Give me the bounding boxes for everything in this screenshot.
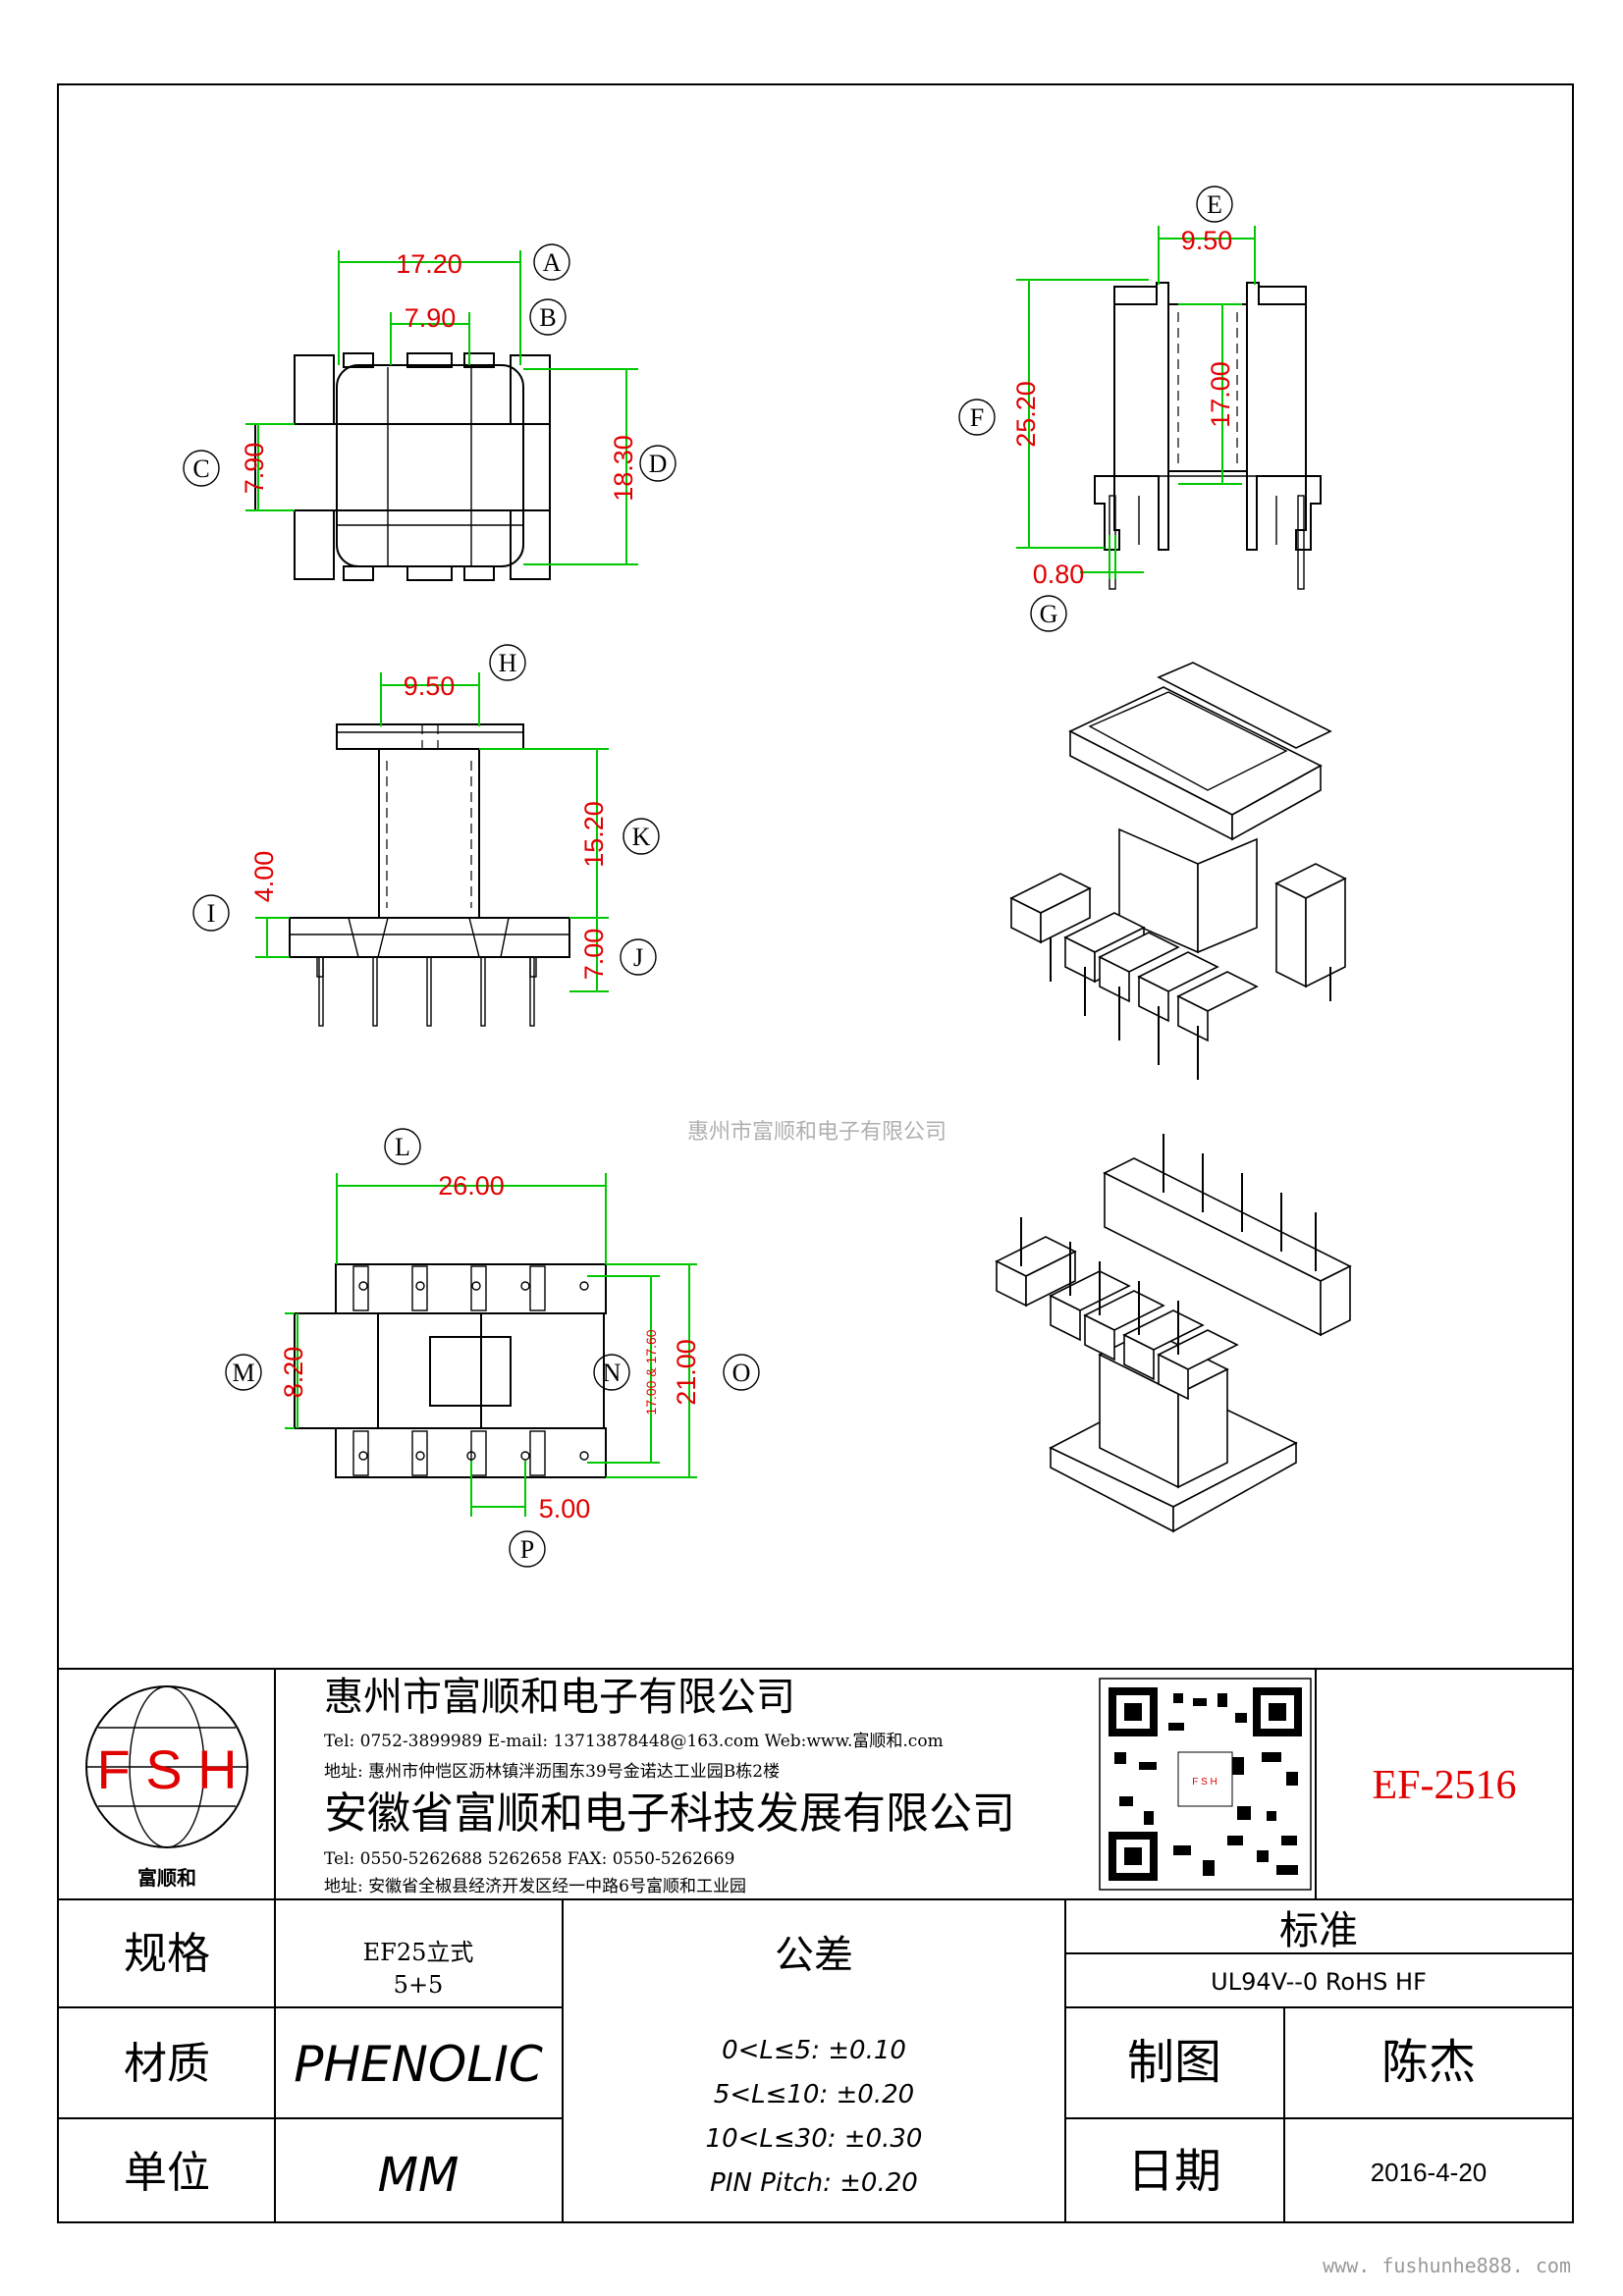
label-o: O	[732, 1359, 751, 1387]
front-view	[255, 672, 609, 1027]
dim-b-value: 7.90	[405, 303, 457, 333]
dim-i-value: 4.00	[249, 851, 279, 903]
dim-m-value: 8.20	[279, 1347, 308, 1399]
dim-g-value: 0.80	[1033, 560, 1085, 589]
spec-value-1: EF25立式	[363, 1939, 474, 1966]
title-block	[58, 1668, 1573, 2222]
isometric-view-bottom	[995, 1134, 1352, 1533]
dim-n-value: 17.00 & 17.60	[643, 1329, 659, 1415]
drawn-value: 陈杰	[1381, 2035, 1476, 2090]
company2-address: 地址: 安徽省全椒县经济开发区经一中路6号富顺和工业园	[324, 1877, 746, 1896]
spec-label: 规格	[124, 1929, 210, 1979]
dim-o-value: 21.00	[672, 1339, 701, 1406]
tolerance-3: 10<L≤30: ±0.30	[706, 2124, 923, 2154]
footer-url: www. fushunhe888. com	[1323, 2254, 1571, 2277]
company1-address: 地址: 惠州市仲恺区沥林镇泮沥围东39号金诺达工业园B栋2楼	[324, 1762, 780, 1782]
dim-f-value: 25.20	[1011, 381, 1041, 448]
unit-label: 单位	[124, 2148, 210, 2198]
label-j: J	[633, 943, 643, 972]
logo-text: F S H	[96, 1738, 237, 1800]
dim-a-value: 17.20	[396, 249, 462, 279]
part-number: EF-2516	[1373, 1763, 1517, 1808]
label-e: E	[1207, 190, 1222, 219]
dim-l-value: 26.00	[438, 1171, 505, 1201]
tolerance-label: 公差	[775, 1933, 853, 1978]
dim-f-inner-value: 17.00	[1206, 361, 1235, 428]
date-label: 日期	[1127, 2144, 1221, 2199]
tolerance-2: 5<L≤10: ±0.20	[714, 2080, 914, 2109]
tolerance-4: PIN Pitch: ±0.20	[710, 2168, 918, 2198]
standard-label: 标准	[1279, 1908, 1358, 1953]
reference-labels	[183, 186, 1233, 1568]
qr-badge: F S H	[1192, 1777, 1217, 1788]
dim-d-value: 18.30	[609, 435, 638, 502]
dim-j-value: 7.00	[579, 929, 609, 981]
label-a: A	[543, 248, 562, 277]
tolerance-1: 0<L≤5: ±0.10	[722, 2036, 906, 2065]
drawn-label: 制图	[1127, 2035, 1221, 2090]
company2-name: 安徽省富顺和电子科技发展有限公司	[324, 1789, 1015, 1839]
label-i: I	[207, 899, 216, 928]
dim-p-value: 5.00	[539, 1494, 591, 1523]
dim-k-value: 15.20	[579, 801, 609, 868]
label-c: C	[192, 454, 209, 483]
sheet-border	[57, 83, 1574, 2223]
label-k: K	[632, 823, 651, 851]
label-b: B	[539, 303, 556, 332]
material-label: 材质	[124, 2039, 210, 2089]
company1-contact: Tel: 0752-3899989 E-mail: 13713878448@16…	[324, 1732, 944, 1751]
watermark: 惠州市富顺和电子有限公司	[687, 1120, 947, 1145]
spec-value-2: 5+5	[394, 1971, 444, 1999]
top-view	[245, 250, 638, 581]
dim-h-value: 9.50	[404, 671, 456, 701]
label-g: G	[1040, 600, 1058, 628]
label-d: D	[649, 450, 668, 478]
label-p: P	[520, 1535, 534, 1564]
bottom-view	[285, 1173, 697, 1517]
label-m: M	[232, 1359, 254, 1387]
dim-c-value: 7.90	[240, 443, 269, 495]
label-n: N	[603, 1359, 622, 1387]
date-value: 2016-4-20	[1371, 2158, 1488, 2187]
label-h: H	[499, 649, 517, 677]
dim-e-value: 9.50	[1181, 226, 1233, 255]
standard-value: UL94V--0 RoHS HF	[1211, 1968, 1427, 1996]
isometric-view-top	[1009, 662, 1347, 1080]
logo-caption: 富顺和	[137, 1866, 196, 1890]
label-f: F	[970, 403, 984, 432]
material-value: PHENOLIC	[294, 2036, 543, 2093]
label-l: L	[395, 1133, 410, 1161]
company2-contact: Tel: 0550-5262688 5262658 FAX: 0550-5262…	[324, 1849, 734, 1869]
side-view	[1016, 226, 1322, 590]
unit-value: MM	[378, 2148, 460, 2203]
company1-name: 惠州市富顺和电子有限公司	[324, 1675, 795, 1720]
